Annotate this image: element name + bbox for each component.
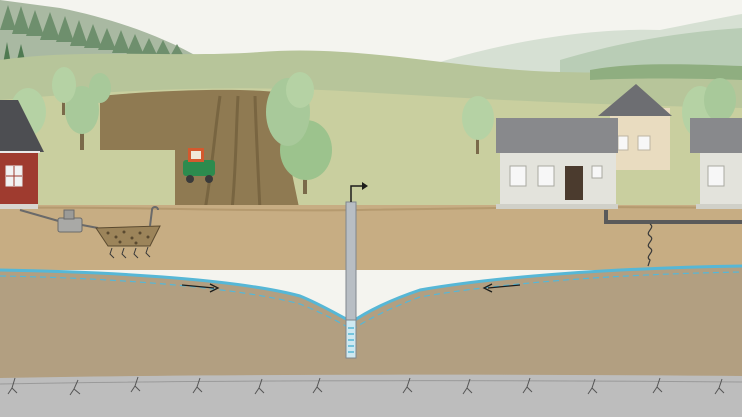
topsoil [0, 205, 742, 270]
red-farmhouse-icon [0, 100, 44, 209]
leak-spiral-icon [647, 223, 653, 267]
bedrock-layer [0, 374, 742, 417]
sewer-pipe-icon [604, 210, 742, 224]
septic-tank-icon [19, 209, 99, 233]
infiltration-bed-icon [95, 206, 161, 259]
saturated-zone [0, 266, 742, 380]
bedrock-surface [0, 380, 742, 385]
flow-arrow-left-icon [482, 283, 521, 293]
plow-furrows [203, 95, 262, 211]
conifer-forest-icon [0, 5, 186, 60]
bedrock-cracks [7, 376, 725, 396]
right-forest-strip [590, 64, 742, 80]
tractor-icon [183, 148, 215, 183]
house-icon [496, 84, 672, 209]
flow-arrow-right-icon [181, 283, 220, 293]
drilled-well-icon [345, 182, 368, 359]
house-icon-right [690, 118, 742, 209]
